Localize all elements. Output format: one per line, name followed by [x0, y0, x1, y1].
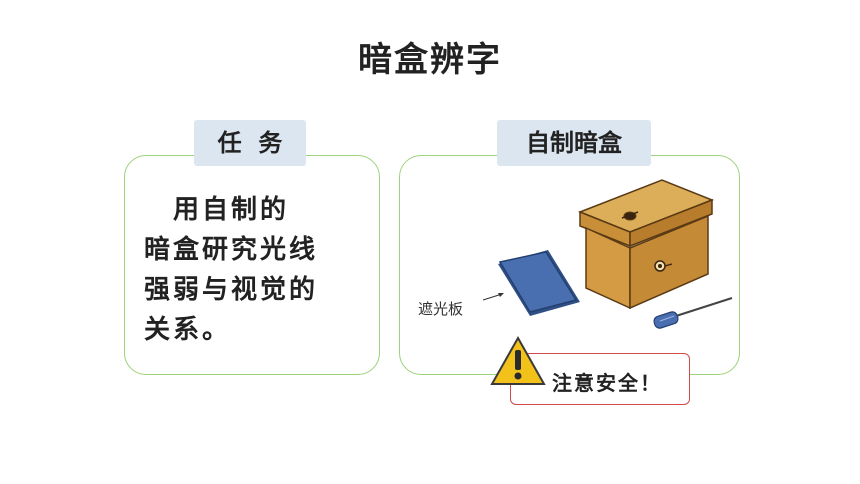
task-line-2: 暗盒研究光线 — [144, 235, 319, 265]
arrow-icon — [482, 293, 504, 301]
make-tab: 自制暗盒 — [497, 120, 651, 166]
warning-text: 注意安全！ — [552, 371, 662, 395]
task-line-4: 关系。 — [144, 315, 232, 345]
shading-board-illustration — [498, 250, 580, 316]
warning-icon — [490, 335, 546, 385]
task-tab: 任 务 — [194, 120, 306, 166]
page-title: 暗盒辨字 — [358, 40, 502, 80]
board-label: 遮光板 — [418, 300, 464, 318]
screwdriver-icon — [653, 297, 733, 329]
task-description: 用自制的 暗盒研究光线 强弱与视觉的 关系。 — [144, 190, 318, 350]
task-panel — [124, 155, 380, 375]
task-line-1: 用自制的 — [144, 195, 290, 225]
task-line-3: 强弱与视觉的 — [144, 275, 319, 305]
dark-box-illustration — [577, 179, 715, 310]
